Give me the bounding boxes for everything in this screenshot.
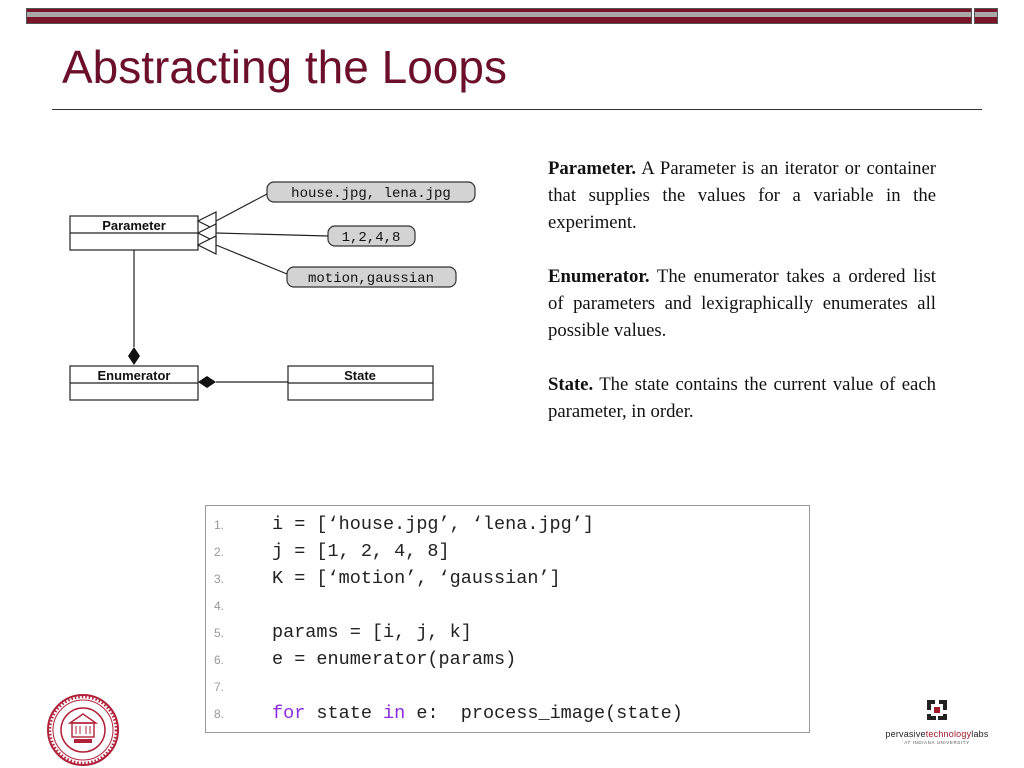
uml-diagram: Parameter house.jpg, lena.jpg 1,2,4,8 mo…	[69, 181, 476, 401]
state-class-label: State	[344, 368, 376, 383]
code-line: 1. i = [‘house.jpg’, ‘lena.jpg’]	[214, 511, 809, 538]
code-text: K = [‘motion’, ‘gaussian’]	[272, 568, 561, 589]
code-line: 8. for state in e: process_image(state)	[214, 700, 809, 727]
state-class-box: State	[287, 365, 434, 401]
ptl-name-suffix: labs	[971, 729, 989, 739]
value-pill-filters: motion,gaussian	[286, 266, 457, 288]
code-text: state	[305, 703, 384, 724]
slide-title: Abstracting the Loops	[62, 41, 507, 93]
code-line: 4.	[214, 592, 809, 619]
generalization-arrows	[196, 193, 329, 275]
composition-parameter-enumerator	[128, 250, 140, 365]
code-line: 6. e = enumerator(params)	[214, 646, 809, 673]
code-listing: 1. i = [‘house.jpg’, ‘lena.jpg’] 2. j = [1…	[205, 505, 810, 733]
header-bar	[26, 8, 972, 24]
definition-term: Enumerator.	[548, 266, 650, 287]
code-text: e = enumerator(params)	[272, 649, 517, 670]
definition-text: The state contains the current value of …	[548, 374, 936, 422]
definition-term: State.	[548, 374, 594, 395]
composition-enumerator-state	[198, 376, 288, 388]
code-text: j = [1, 2, 4, 8]	[272, 541, 450, 562]
keyword-for: for	[272, 703, 306, 724]
definition-text: The enumerator takes a ordered list of p…	[548, 266, 936, 341]
pervasive-technology-labs-logo: pervasivetechnologylabs AT INDIANA UNIVE…	[882, 700, 992, 745]
line-number: 7.	[214, 680, 225, 694]
definition-parameter: Parameter. A Parameter is an iterator or…	[548, 155, 936, 236]
code-line: 2. j = [1, 2, 4, 8]	[214, 538, 809, 565]
title-divider	[52, 109, 982, 110]
code-text: params = [i, j, k]	[272, 622, 472, 643]
parameter-class-label: Parameter	[102, 218, 166, 233]
line-number: 8.	[214, 707, 225, 721]
line-number: 2.	[214, 545, 225, 559]
code-line: 5. params = [i, j, k]	[214, 619, 809, 646]
ptl-name: pervasivetechnologylabs	[882, 729, 992, 739]
code-text: i = [‘house.jpg’, ‘lena.jpg’]	[272, 514, 594, 535]
value-pill-filters-label: motion,gaussian	[308, 271, 434, 287]
header-bar-end-box	[974, 8, 998, 24]
definition-term: Parameter.	[548, 158, 637, 179]
line-number: 5.	[214, 626, 225, 640]
line-number: 1.	[214, 518, 225, 532]
definition-enumerator: Enumerator. The enumerator takes a order…	[548, 263, 936, 344]
code-line: 3. K = [‘motion’, ‘gaussian’]	[214, 565, 809, 592]
enumerator-class-label: Enumerator	[98, 368, 171, 383]
parameter-class-box: Parameter	[69, 215, 199, 251]
university-seal-logo	[47, 694, 119, 766]
ptl-name-prefix: pervasive	[885, 729, 926, 739]
line-number: 6.	[214, 653, 225, 667]
value-pill-numbers: 1,2,4,8	[327, 225, 416, 247]
line-number: 4.	[214, 599, 225, 613]
code-text: e: process_image(state)	[405, 703, 683, 724]
ptl-pixel-icon	[927, 700, 947, 720]
keyword-in: in	[383, 703, 406, 724]
value-pill-images: house.jpg, lena.jpg	[266, 181, 476, 203]
definitions: Parameter. A Parameter is an iterator or…	[548, 155, 936, 452]
value-pill-images-label: house.jpg, lena.jpg	[291, 186, 451, 202]
definition-state: State. The state contains the current va…	[548, 371, 936, 425]
enumerator-class-box: Enumerator	[69, 365, 199, 401]
value-pill-numbers-label: 1,2,4,8	[342, 230, 401, 246]
code-line: 7.	[214, 673, 809, 700]
line-number: 3.	[214, 572, 225, 586]
ptl-subtitle: AT INDIANA UNIVERSITY	[904, 740, 970, 745]
definition-text: A Parameter is an iterator or container …	[548, 158, 936, 233]
ptl-name-accent: technology	[925, 729, 972, 739]
